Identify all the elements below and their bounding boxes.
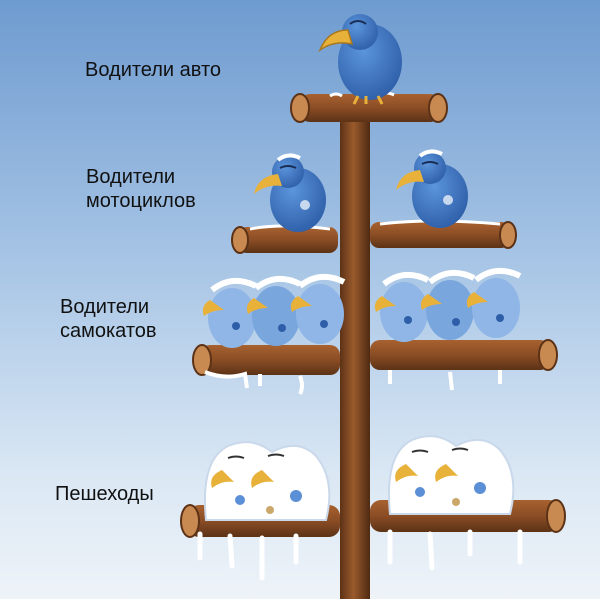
label-motorcycle-drivers: Водители мотоциклов bbox=[86, 166, 196, 212]
bird-car-driver bbox=[318, 14, 402, 105]
label-pedestrians: Пешеходы bbox=[55, 483, 154, 505]
birds-scooter-left bbox=[202, 273, 346, 348]
label-scooter-drivers: Водители самокатов bbox=[60, 296, 157, 342]
branch-2 bbox=[231, 219, 517, 254]
birds-pedestrian-left bbox=[203, 441, 331, 521]
branch-3 bbox=[192, 339, 558, 395]
trunk bbox=[340, 108, 370, 599]
birds-scooter-right bbox=[374, 267, 522, 342]
branch-1 bbox=[290, 91, 448, 123]
label-car-drivers: Водители авто bbox=[85, 59, 222, 81]
bird-moto-right bbox=[396, 149, 468, 228]
birds-pedestrian-right bbox=[387, 435, 515, 515]
bird-moto-left bbox=[254, 153, 326, 232]
